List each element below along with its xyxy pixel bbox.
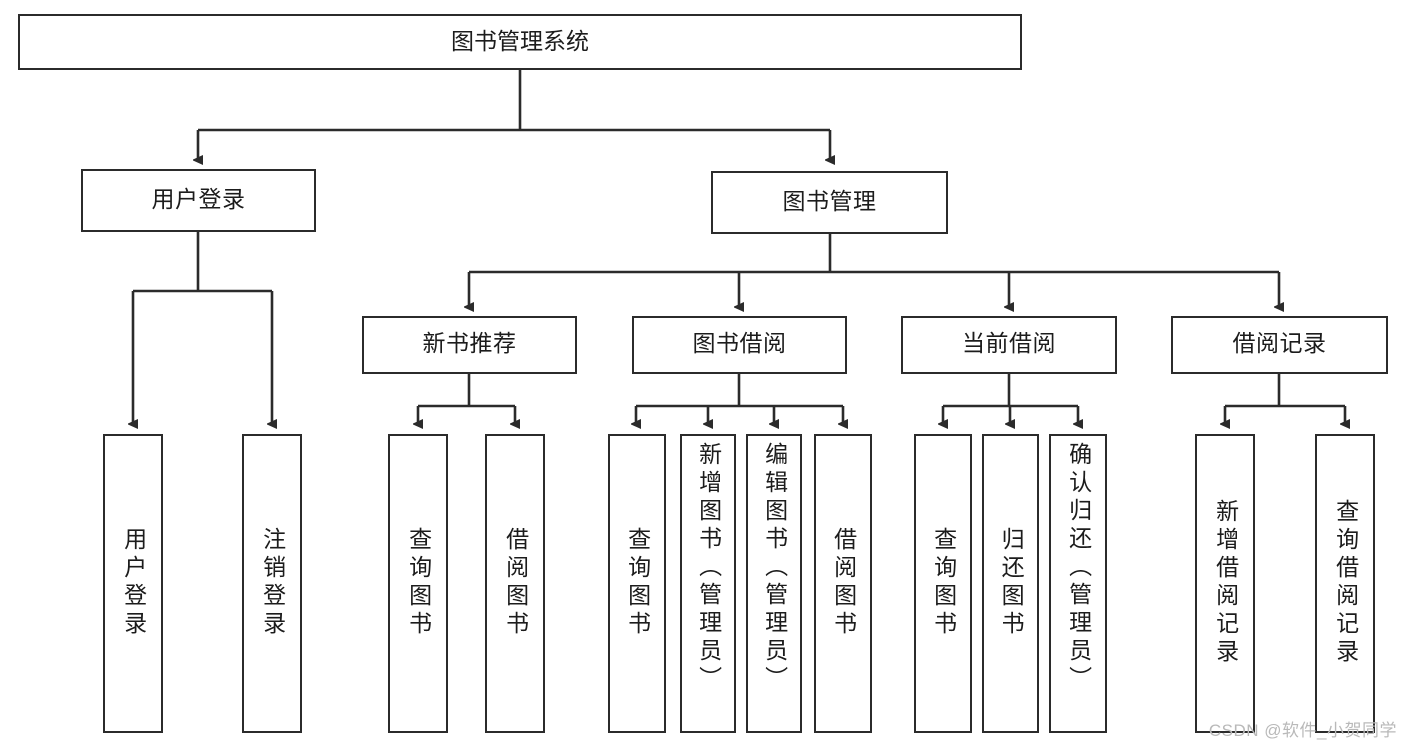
node-label: 新增借阅记录 xyxy=(1212,498,1239,667)
node-label: 图书管理 xyxy=(782,187,877,214)
node-current-borrow[interactable]: 当前借阅 xyxy=(901,316,1117,374)
node-label: 借阅图书 xyxy=(502,526,529,639)
node-leaf-record-query-record[interactable]: 查询借阅记录 xyxy=(1315,434,1375,733)
node-leaf-record-add-record[interactable]: 新增借阅记录 xyxy=(1195,434,1255,733)
node-label: 新增图书（管理员） xyxy=(695,442,722,694)
node-leaf-borrow-add-book-admin[interactable]: 新增图书（管理员） xyxy=(680,434,736,733)
node-label: 图书管理系统 xyxy=(451,28,589,55)
node-label: 借阅记录 xyxy=(1232,330,1327,357)
node-leaf-user-login-login[interactable]: 用户登录 xyxy=(103,434,163,733)
node-label: 用户登录 xyxy=(120,526,147,639)
node-book-borrow[interactable]: 图书借阅 xyxy=(632,316,847,374)
node-leaf-recommend-query-book[interactable]: 查询图书 xyxy=(388,434,448,733)
node-label: 查询图书 xyxy=(624,526,651,639)
node-label: 新书推荐 xyxy=(422,330,517,357)
node-label: 查询图书 xyxy=(405,526,432,639)
csdn-watermark: CSDN @软件_小贺同学 xyxy=(1208,721,1397,740)
node-leaf-current-return-book[interactable]: 归还图书 xyxy=(982,434,1039,733)
node-leaf-user-login-logout[interactable]: 注销登录 xyxy=(242,434,302,733)
node-label: 当前借阅 xyxy=(962,330,1056,357)
node-label: 用户登录 xyxy=(151,185,246,212)
node-leaf-current-confirm-return-admin[interactable]: 确认归还（管理员） xyxy=(1049,434,1107,733)
node-label: 查询图书 xyxy=(930,526,957,639)
node-leaf-borrow-query-book[interactable]: 查询图书 xyxy=(608,434,666,733)
node-label: 归还图书 xyxy=(998,526,1025,639)
node-leaf-borrow-borrow-book[interactable]: 借阅图书 xyxy=(814,434,872,733)
node-leaf-current-query-book[interactable]: 查询图书 xyxy=(914,434,972,733)
node-root-book-management-system[interactable]: 图书管理系统 xyxy=(18,14,1022,70)
node-label: 注销登录 xyxy=(259,526,286,639)
node-book-management[interactable]: 图书管理 xyxy=(711,171,948,234)
node-user-login[interactable]: 用户登录 xyxy=(81,169,316,232)
node-leaf-borrow-edit-book-admin[interactable]: 编辑图书（管理员） xyxy=(746,434,802,733)
node-label: 图书借阅 xyxy=(692,330,787,357)
node-label: 借阅图书 xyxy=(830,526,857,639)
node-label: 确认归还（管理员） xyxy=(1065,442,1092,694)
node-label: 编辑图书（管理员） xyxy=(761,442,788,694)
node-leaf-recommend-borrow-book[interactable]: 借阅图书 xyxy=(485,434,545,733)
node-borrow-record[interactable]: 借阅记录 xyxy=(1171,316,1388,374)
node-new-book-recommend[interactable]: 新书推荐 xyxy=(362,316,577,374)
node-label: 查询借阅记录 xyxy=(1332,498,1359,667)
